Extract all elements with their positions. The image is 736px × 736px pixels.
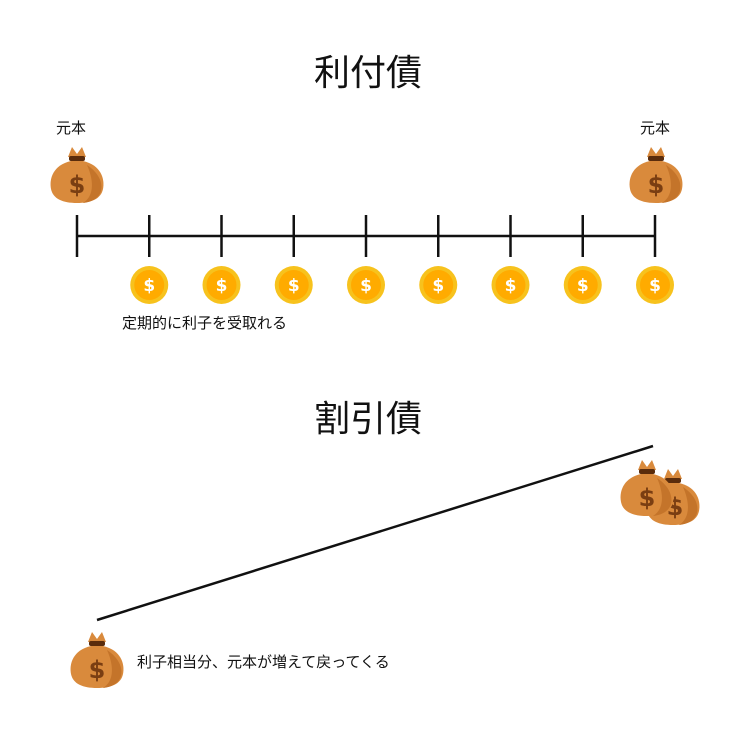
svg-text:$: $ (648, 171, 665, 199)
principal-label-start: 元本 (56, 119, 87, 137)
coin-symbol: $ (505, 276, 517, 296)
coin-icon: $ (636, 266, 674, 304)
svg-text:$: $ (89, 656, 106, 684)
coin-symbol: $ (649, 276, 661, 296)
timeline-ticks (148, 215, 584, 257)
coupon-timeline (75, 215, 657, 257)
discount-caption: 利子相当分、元本が増えて戻ってくる (137, 653, 390, 671)
svg-text:$: $ (69, 171, 86, 199)
money-bag-icon: $ (629, 147, 683, 203)
interest-caption: 定期的に利子を受取れる (122, 314, 288, 332)
coin-icon: $ (202, 266, 241, 304)
coin-symbol: $ (432, 276, 444, 296)
svg-text:$: $ (639, 484, 656, 512)
discount-bond-title: 割引債 (313, 399, 422, 440)
coin-icon: $ (419, 266, 458, 304)
interest-coins: $ $ $ $ $ $ $ $ (130, 266, 674, 304)
coin-icon: $ (563, 266, 602, 304)
coin-icon: $ (347, 266, 385, 304)
principal-label-end: 元本 (640, 119, 671, 137)
coin-symbol: $ (288, 276, 300, 296)
money-bag-icon: $ (70, 632, 124, 688)
money-bag-icon: $ (620, 460, 674, 516)
discount-growth-line (96, 444, 654, 622)
coupon-bond-title: 利付債 (313, 53, 422, 94)
coin-symbol: $ (360, 276, 372, 296)
coin-icon: $ (130, 266, 169, 304)
coin-icon: $ (274, 266, 313, 304)
coin-symbol: $ (577, 276, 589, 296)
coin-symbol: $ (143, 276, 155, 296)
coin-symbol: $ (216, 276, 228, 296)
coin-icon: $ (491, 266, 530, 304)
money-bag-icon: $ (50, 147, 104, 203)
